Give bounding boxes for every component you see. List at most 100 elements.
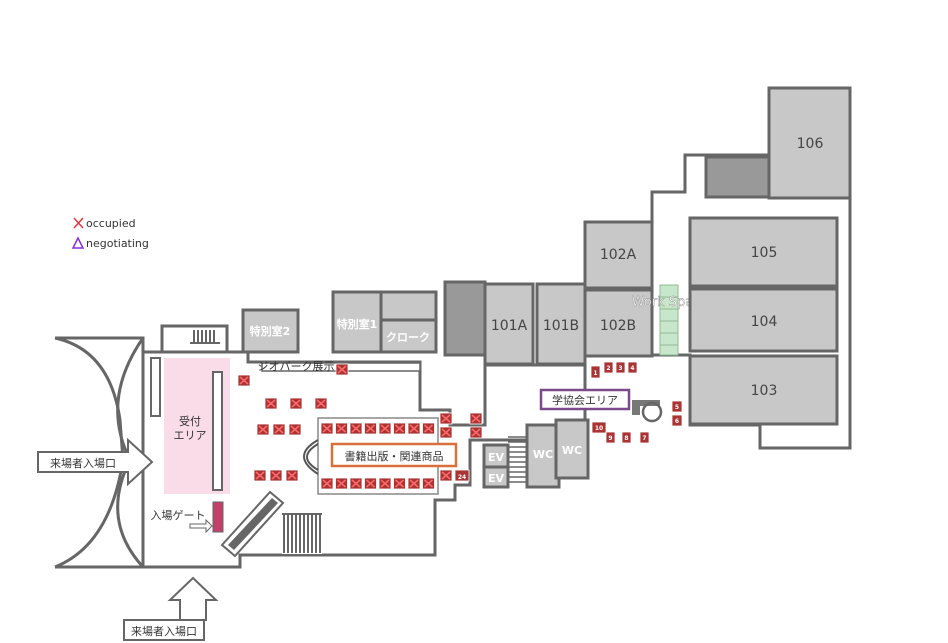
occupied-mark-icon — [424, 424, 433, 433]
booth-7: 7 — [642, 435, 646, 442]
occupied-mark-icon — [287, 471, 297, 480]
south-stairs — [282, 513, 322, 554]
entry-gate-label: 入場ゲート — [151, 509, 206, 522]
legend-occupied-label: occupied — [86, 217, 136, 230]
storage-room — [379, 290, 438, 322]
west-entrance: 来場者入場口 — [37, 437, 154, 487]
round-table — [641, 401, 663, 423]
legend: occupied negotiating — [71, 217, 149, 250]
reception-label-1: 受付 — [179, 415, 201, 428]
occupied-mark-icon — [424, 479, 433, 488]
service-room — [443, 280, 487, 357]
occupied-mark-icon — [255, 471, 265, 480]
occupied-mark-icon — [322, 424, 332, 433]
wc-1-label: WC — [533, 448, 553, 461]
occupied-mark-icon — [366, 424, 375, 433]
south-entrance-arrow-icon — [167, 576, 219, 621]
geopark-label: ジオパーク展示 — [258, 360, 335, 373]
special-room-2 — [241, 308, 300, 354]
room-101b-label: 101B — [543, 318, 579, 334]
elevator-1-label: EV — [488, 451, 505, 464]
society-area-label: 学協会エリア — [552, 393, 618, 407]
books-area-label: 書籍出版・関連商品 — [345, 449, 444, 463]
society-area — [539, 388, 631, 411]
occupied-mark-icon — [291, 399, 301, 408]
booth-10: 10 — [595, 425, 603, 432]
occupied-mark-icon — [380, 424, 390, 433]
booth-5: 5 — [675, 404, 679, 411]
west-partition — [150, 357, 161, 417]
occupied-mark-icon — [409, 479, 419, 488]
occupied-mark-icon — [258, 425, 268, 434]
occupied-mark-icon — [471, 414, 481, 423]
wc-2-label: WC — [562, 444, 582, 457]
room-103 — [688, 354, 839, 426]
negotiating-legend-icon — [71, 236, 85, 249]
cloak-room — [379, 318, 438, 354]
occupied-mark-icon — [441, 428, 451, 437]
booth-8: 8 — [624, 435, 628, 442]
occupied-mark-icon — [351, 424, 361, 433]
work-space-tables — [659, 284, 679, 356]
occupied-mark-icon — [274, 425, 284, 434]
occupied-booths — [237, 363, 483, 490]
room-104 — [688, 287, 839, 353]
occupied-mark-icon — [266, 399, 276, 408]
occupied-mark-icon — [471, 428, 481, 437]
booth-2: 2 — [606, 365, 610, 372]
occupied-mark-icon — [316, 399, 326, 408]
room-101b — [535, 282, 587, 366]
reception-counter — [212, 371, 223, 491]
occupied-mark-icon — [380, 479, 390, 488]
escalator — [220, 490, 285, 558]
room-102b — [583, 288, 654, 358]
west-entrance-arrow-icon — [37, 437, 154, 487]
occupied-mark-icon — [290, 425, 300, 434]
occupied-mark-icon — [441, 471, 451, 480]
south-entrance: 来場者入場口 — [123, 576, 219, 641]
ev-stairs — [508, 436, 527, 483]
occupied-mark-icon — [441, 414, 451, 423]
booth-6: 6 — [675, 418, 679, 425]
legend-negotiating-label: negotiating — [86, 237, 149, 250]
south-entrance-label: 来場者入場口 — [131, 625, 197, 638]
booth-4: 4 — [630, 365, 634, 372]
entry-gate — [212, 501, 224, 533]
west-entrance-label: 来場者入場口 — [50, 457, 116, 470]
booth-3: 3 — [618, 365, 622, 372]
elevator-2-label: EV — [488, 472, 505, 485]
society-booths: 1 2 3 4 5 6 10 9 8 7 — [590, 361, 683, 444]
booth-1: 1 — [593, 370, 597, 377]
room-105-label: 105 — [751, 245, 778, 261]
occupied-mark-icon — [337, 479, 346, 488]
booth-24: 24 — [458, 474, 466, 481]
room-102a — [583, 220, 654, 290]
booth-24-box — [454, 469, 470, 482]
room-106-label: 106 — [797, 136, 824, 152]
special-room-2-label: 特別室2 — [250, 324, 291, 338]
occupied-mark-icon — [322, 479, 332, 488]
cloak-room-label: クローク — [386, 331, 430, 344]
occupied-mark-icon — [271, 471, 281, 480]
occupied-mark-icon — [239, 376, 249, 385]
occupied-mark-icon — [395, 424, 404, 433]
room-101a-label: 101A — [491, 318, 528, 334]
occupied-mark-icon — [337, 365, 347, 374]
room-104-label: 104 — [751, 314, 778, 330]
room-101a — [483, 282, 535, 366]
room-103-label: 103 — [751, 383, 778, 399]
occupied-mark-icon — [337, 424, 346, 433]
society-counter — [632, 400, 660, 415]
room-106 — [767, 86, 852, 200]
occupied-mark-icon — [366, 479, 375, 488]
occupied-mark-icon — [395, 479, 404, 488]
reception-label-2: エリア — [174, 429, 207, 442]
occupied-mark-icon — [351, 479, 361, 488]
service-room-2 — [704, 155, 771, 199]
book-stall-arc — [303, 439, 319, 475]
room-102b-label: 102B — [600, 318, 636, 334]
gate-arrow-icon — [189, 518, 213, 534]
room-105 — [688, 216, 839, 288]
books-area — [330, 442, 458, 468]
